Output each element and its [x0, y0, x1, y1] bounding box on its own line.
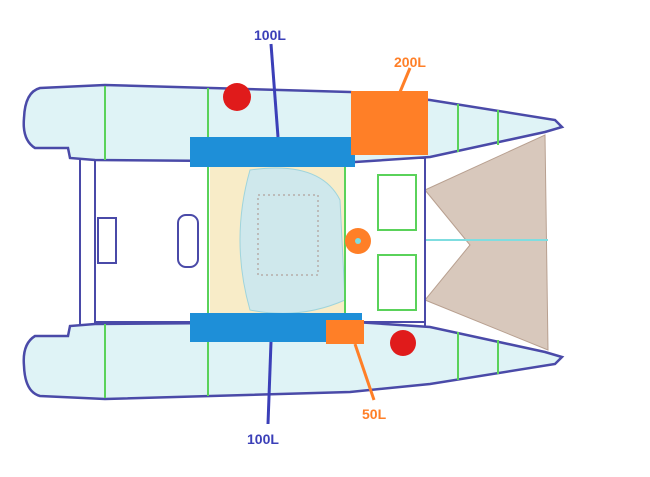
- mast-center: [355, 238, 361, 244]
- catamaran-plan: [22, 83, 565, 401]
- marker-dot-starboard: [390, 330, 416, 356]
- saloon-grid: [257, 194, 319, 276]
- trampoline-net: [424, 134, 549, 351]
- leader-line-top-fuel: [398, 67, 412, 93]
- leader-line-bottom-water: [266, 341, 273, 425]
- label-bottom-water-tank: 100L: [247, 431, 279, 447]
- saloon-table: [239, 167, 346, 314]
- fuel-tank-port: [351, 91, 428, 155]
- helm-seat: [97, 217, 117, 264]
- fuel-tank-starboard: [326, 320, 364, 344]
- label-top-water-tank: 100L: [254, 27, 286, 43]
- fwd-hatch-bottom: [377, 254, 417, 311]
- leader-line-bottom-fuel: [353, 343, 376, 401]
- fwd-hatch-top: [377, 174, 417, 231]
- marker-dot-port: [223, 83, 251, 111]
- leader-line-top-water: [269, 43, 280, 138]
- label-top-fuel-tank: 200L: [394, 54, 426, 70]
- cockpit-seat: [177, 214, 199, 268]
- hull-starboard: [22, 320, 565, 401]
- water-tank-port: [190, 137, 355, 167]
- label-bottom-fuel-tank: 50L: [362, 406, 387, 422]
